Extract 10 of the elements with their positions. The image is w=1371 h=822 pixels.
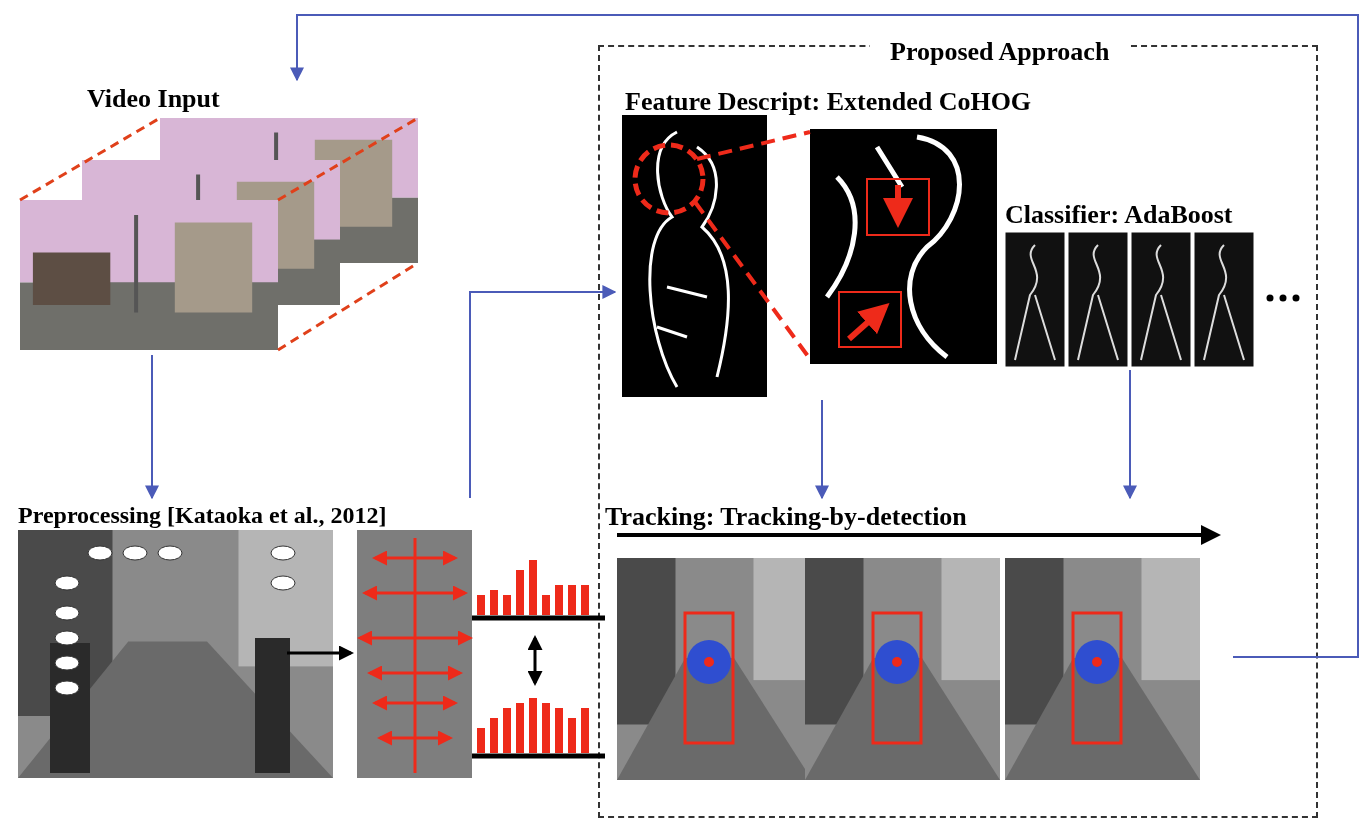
arrow <box>815 399 829 500</box>
arrow <box>290 14 1359 658</box>
section-heading: Video Input <box>87 84 220 114</box>
section-heading: Classifier: AdaBoost <box>1005 200 1233 230</box>
arrow <box>1123 369 1137 500</box>
section-heading: Preprocessing [Kataoka et al., 2012] <box>18 501 387 530</box>
arrow <box>469 285 617 499</box>
section-heading: Feature Descript: Extended CoHOG <box>625 87 1032 117</box>
section-heading: Tracking: Tracking-by-detection <box>605 502 967 532</box>
arrow <box>145 354 159 500</box>
